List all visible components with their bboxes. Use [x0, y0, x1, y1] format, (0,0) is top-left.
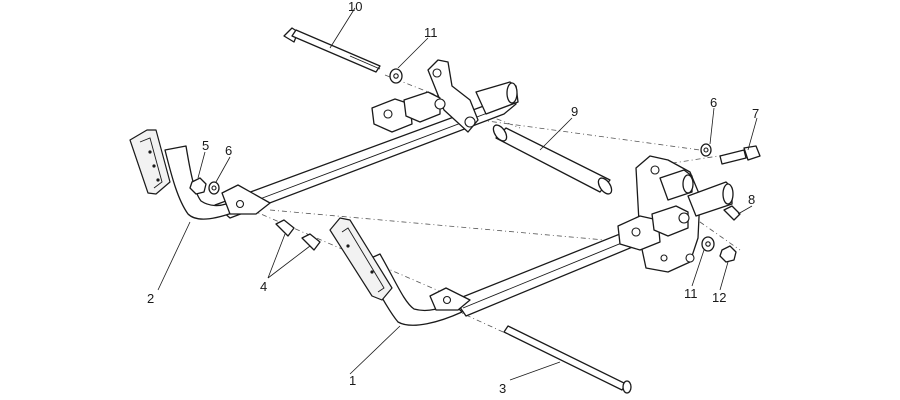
callout-11-top: 11 — [424, 25, 438, 40]
callout-7: 7 — [752, 106, 759, 121]
nut-part-5 — [189, 177, 207, 195]
callout-4: 4 — [260, 279, 267, 294]
callout-labels: 1 2 3 4 5 6 6 7 8 9 10 11 11 12 — [147, 0, 759, 396]
callout-6-left: 6 — [225, 143, 232, 158]
callout-8: 8 — [748, 192, 755, 207]
callout-3: 3 — [499, 381, 506, 396]
rear-bar-part-2 — [129, 59, 519, 220]
rod-part-3 — [503, 325, 632, 394]
nut-part-12 — [719, 245, 737, 263]
spacer-part-4-a — [275, 219, 295, 237]
callout-12: 12 — [712, 290, 726, 305]
callout-6-right: 6 — [710, 95, 717, 110]
callout-5: 5 — [202, 138, 209, 153]
bolt-part-7 — [719, 145, 761, 165]
bolt-part-10 — [283, 27, 381, 73]
spacer-part-8 — [723, 205, 741, 221]
leader-lines — [157, 7, 758, 381]
right-bracket-assembly — [617, 155, 734, 273]
spacer-part-4-b — [301, 233, 321, 251]
callout-2: 2 — [147, 291, 154, 306]
hardware-parts — [189, 68, 741, 263]
tube-part-9 — [492, 124, 613, 195]
callout-9: 9 — [571, 104, 578, 119]
callout-1: 1 — [349, 373, 356, 388]
callout-10: 10 — [348, 0, 362, 14]
callout-11-bottom: 11 — [684, 286, 698, 301]
